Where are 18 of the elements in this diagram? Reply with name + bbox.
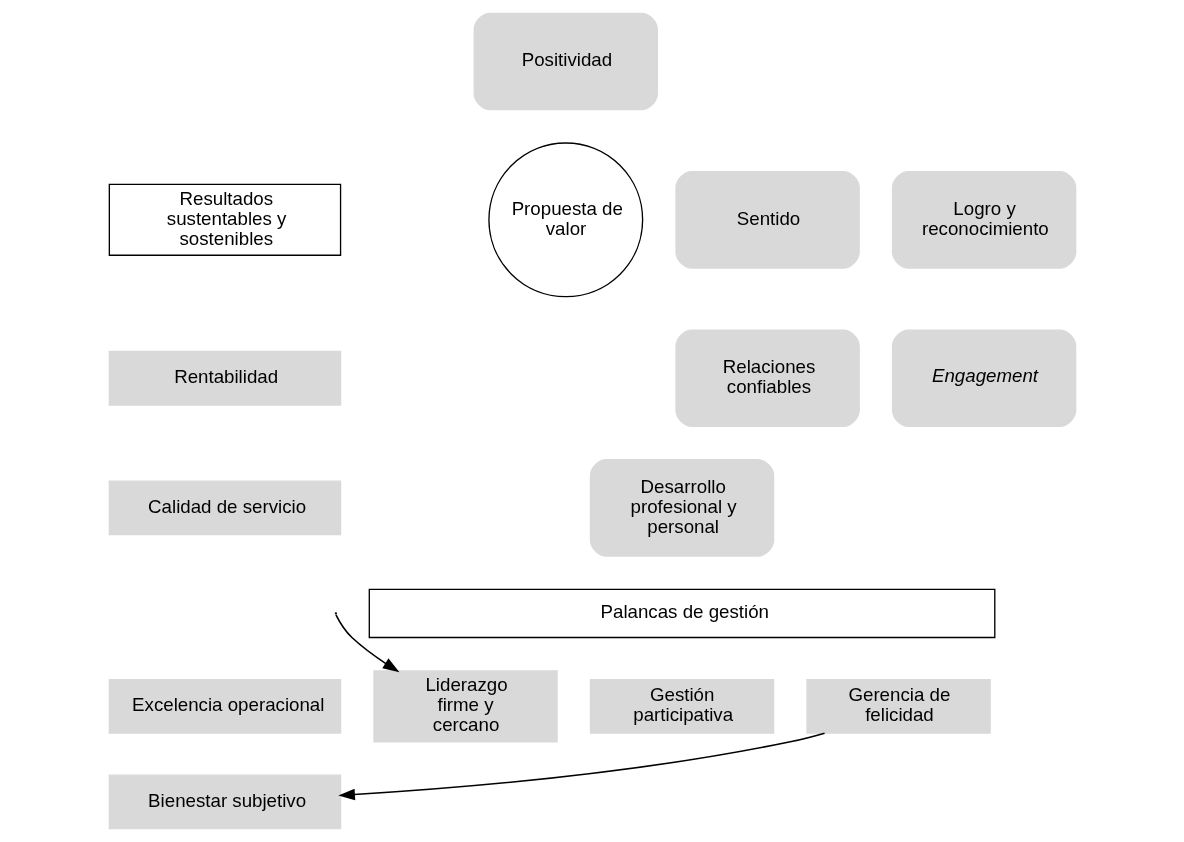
node-box: Relaciones confiables	[674, 329, 860, 428]
node-box: Calidad de servicio	[108, 480, 341, 536]
node-box: Rentabilidad	[108, 350, 341, 406]
node-box: Palancas de gestión	[368, 588, 995, 639]
node-box: Desarrollo profesional y personal	[589, 459, 774, 557]
node-box: Sentido	[674, 171, 860, 269]
node-box: Gerencia de felicidad	[805, 678, 991, 734]
node-box: Gestión participativa	[589, 678, 774, 734]
node-circle: Propuesta de valor	[487, 142, 643, 298]
node-box: Resultados sustentables y sostenibles	[108, 183, 341, 256]
arrow	[337, 732, 825, 801]
node-box: Liderazgo firme y cercano	[372, 670, 558, 743]
arrow	[334, 614, 399, 673]
node-box: Engagement	[891, 329, 1076, 428]
node-box: Positividad	[473, 12, 658, 111]
node-box: Logro y reconocimiento	[891, 171, 1076, 269]
node-box: Excelencia operacional	[108, 678, 341, 734]
node-box: Bienestar subjetivo	[108, 774, 341, 830]
